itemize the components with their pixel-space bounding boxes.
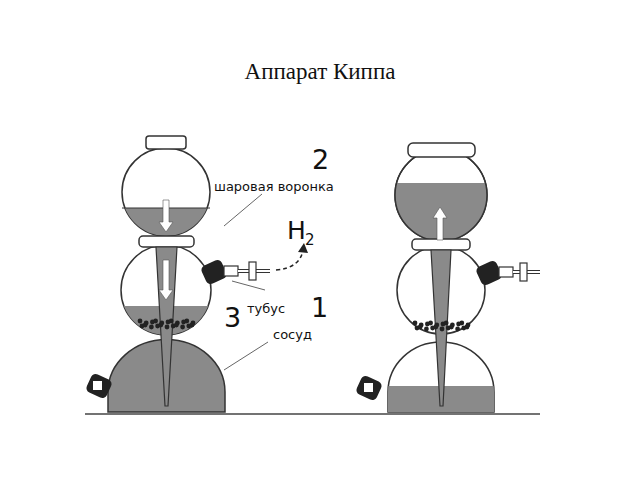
part-label: тубус: [245, 302, 287, 315]
granule: [165, 325, 170, 330]
granule: [169, 319, 174, 324]
granule: [459, 321, 464, 326]
granule: [153, 319, 158, 324]
granule: [413, 321, 418, 326]
granule: [424, 327, 429, 332]
granule: [440, 327, 445, 332]
granule: [418, 325, 423, 330]
part-label: шаровая воронка: [212, 180, 336, 193]
callout-number: 2: [312, 146, 329, 173]
granule: [428, 321, 433, 326]
part-label: сосуд: [271, 328, 314, 341]
callout-number: 1: [311, 294, 328, 321]
granule: [433, 325, 438, 330]
granule: [444, 321, 449, 326]
granule: [455, 327, 460, 332]
granule: [138, 319, 143, 324]
granule: [143, 323, 148, 328]
granule: [465, 325, 470, 330]
gas-formula: H: [287, 218, 306, 243]
granule: [180, 325, 185, 330]
granule: [190, 323, 195, 328]
granule: [184, 319, 189, 324]
gas-formula-subscript: 2: [305, 233, 315, 248]
diagram-title: Аппарат Киппа: [245, 60, 396, 83]
granule: [449, 325, 454, 330]
granule: [149, 325, 154, 330]
granule: [158, 323, 163, 328]
callout-number: 3: [224, 304, 241, 331]
granule: [174, 323, 179, 328]
